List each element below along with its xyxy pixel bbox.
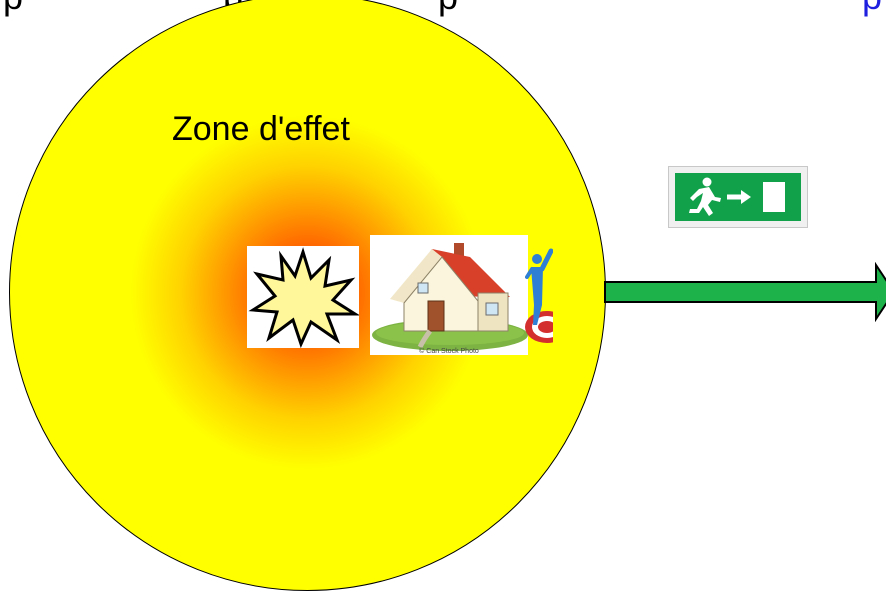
person-on-target-icon bbox=[525, 245, 553, 349]
heading-fragment-blue: p bbox=[862, 0, 882, 18]
photo-watermark: © Can Stock Photo bbox=[419, 348, 479, 355]
heading-fragment: p bbox=[3, 0, 23, 18]
effect-zone-label: Zone d'effet bbox=[172, 110, 350, 148]
emergency-exit-sign-icon bbox=[668, 166, 808, 228]
house-icon: © Can Stock Photo bbox=[370, 235, 528, 355]
heading-fragment: p bbox=[438, 0, 458, 18]
explosion-icon bbox=[247, 246, 361, 349]
right-arrow bbox=[604, 262, 886, 322]
exit-sign-panel bbox=[675, 173, 801, 221]
clipped-heading: p p p p bbox=[0, 0, 886, 18]
